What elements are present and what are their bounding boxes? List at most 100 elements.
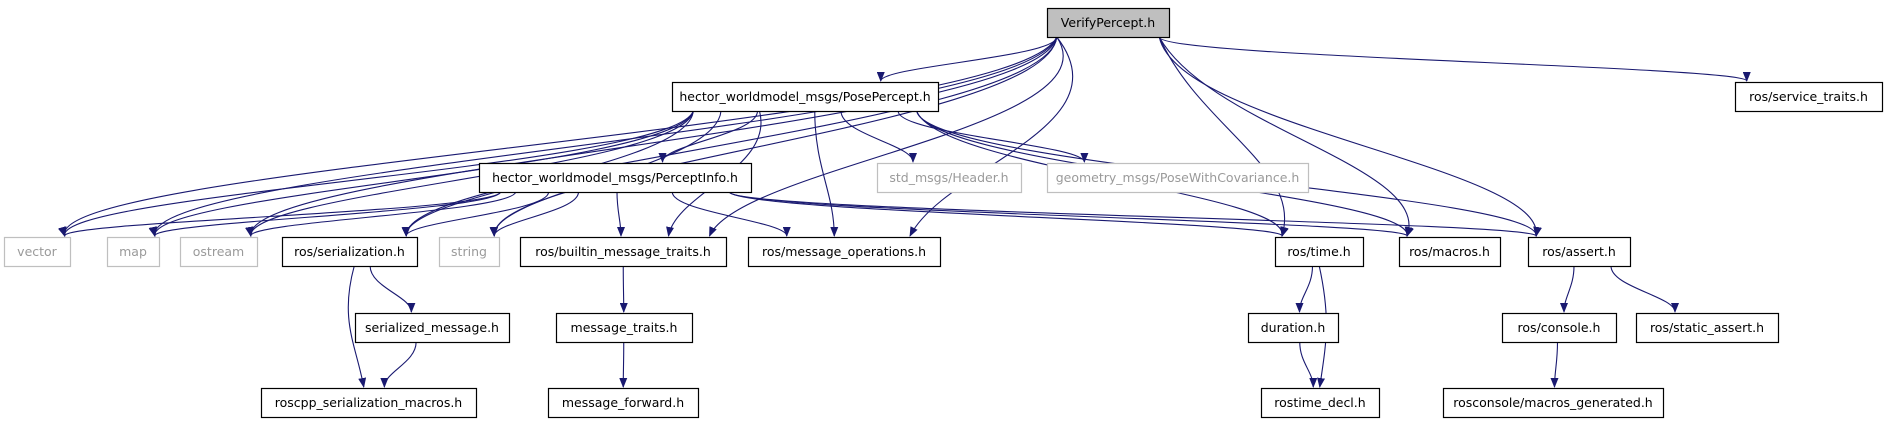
edge-time-to-duration xyxy=(1295,265,1314,313)
node-box xyxy=(1635,312,1780,344)
edge-info-to-ostream xyxy=(245,191,517,237)
edge-root-to-map xyxy=(149,36,1058,237)
node-box xyxy=(876,162,1023,194)
node-msgforward[interactable]: message_forward.h xyxy=(547,387,700,419)
edge-pose-to-ostream xyxy=(245,110,694,237)
edge-pose-to-posecov xyxy=(897,110,1089,163)
node-staticassert[interactable]: ros/static_assert.h xyxy=(1635,312,1780,344)
node-rosconsolemacros[interactable]: rosconsole/macros_generated.h xyxy=(1442,387,1665,419)
node-time[interactable]: ros/time.h xyxy=(1274,236,1365,268)
edge-root-to-builtin xyxy=(709,36,1064,237)
node-label: VerifyPercept.h xyxy=(1061,15,1155,30)
edge-root-to-string xyxy=(489,36,1058,237)
edge-pose-to-header xyxy=(840,110,917,163)
node-box xyxy=(1274,236,1365,268)
node-label: ros/time.h xyxy=(1287,244,1350,259)
node-box xyxy=(281,236,419,268)
edge-info-to-builtin xyxy=(616,191,625,237)
node-label: ros/console.h xyxy=(1518,320,1601,335)
edge-info-to-time xyxy=(728,191,1289,237)
node-ostream[interactable]: ostream xyxy=(179,236,259,268)
edge-root-to-ostream xyxy=(245,36,1058,237)
node-assert[interactable]: ros/assert.h xyxy=(1527,236,1632,268)
edge-info-to-macros xyxy=(728,191,1413,237)
edge-pose-to-map xyxy=(149,110,694,237)
node-box xyxy=(1046,7,1171,39)
node-box xyxy=(519,236,728,268)
node-macros[interactable]: ros/macros.h xyxy=(1398,236,1502,268)
node-roscppmacros[interactable]: roscpp_serialization_macros.h xyxy=(260,387,478,419)
edge-root-to-assert xyxy=(1158,36,1542,237)
node-box xyxy=(106,236,161,268)
node-label: rosconsole/macros_generated.h xyxy=(1453,395,1652,410)
node-label: roscpp_serialization_macros.h xyxy=(275,395,462,410)
node-root[interactable]: VerifyPercept.h xyxy=(1046,7,1171,39)
node-label: message_traits.h xyxy=(571,320,678,335)
node-rostimedecl[interactable]: rostime_decl.h xyxy=(1260,387,1381,419)
node-box xyxy=(354,312,511,344)
edge-console-to-rosconsolemacros xyxy=(1550,341,1559,388)
edge-msgtraits-to-msgforward xyxy=(619,341,628,388)
edge-root-to-time xyxy=(1158,36,1289,237)
nodes-layer: VerifyPercept.h hector_worldmodel_msgs/Po… xyxy=(3,7,1884,419)
node-posecov[interactable]: geometry_msgs/PoseWithCovariance.h xyxy=(1046,162,1310,194)
node-msgops[interactable]: ros/message_operations.h xyxy=(747,236,942,268)
node-label: map xyxy=(119,244,147,259)
node-map[interactable]: map xyxy=(106,236,161,268)
edge-assert-to-console xyxy=(1560,265,1575,313)
node-label: message_forward.h xyxy=(562,395,684,410)
node-pose[interactable]: hector_worldmodel_msgs/PosePercept.h xyxy=(671,81,940,113)
edge-serialization-to-serializedmsg xyxy=(369,265,416,313)
node-box xyxy=(555,312,694,344)
node-string[interactable]: string xyxy=(438,236,501,268)
node-label: std_msgs/Header.h xyxy=(889,170,1008,185)
node-box xyxy=(3,236,72,268)
node-builtin[interactable]: ros/builtin_message_traits.h xyxy=(519,236,728,268)
node-vector[interactable]: vector xyxy=(3,236,72,268)
node-label: vector xyxy=(17,244,58,259)
node-label: ostream xyxy=(193,244,244,259)
edge-info-to-vector xyxy=(58,191,502,237)
node-info[interactable]: hector_worldmodel_msgs/PerceptInfo.h xyxy=(478,162,753,194)
node-serializedmsg[interactable]: serialized_message.h xyxy=(354,312,511,344)
node-box xyxy=(260,387,478,419)
node-serialization[interactable]: ros/serialization.h xyxy=(281,236,419,268)
node-label: ros/service_traits.h xyxy=(1749,89,1868,104)
edge-pose-to-vector xyxy=(58,110,694,237)
edge-serialization-to-roscppmacros xyxy=(347,265,367,388)
node-label: ros/assert.h xyxy=(1542,244,1616,259)
node-label: ros/static_assert.h xyxy=(1650,320,1764,335)
node-box xyxy=(1398,236,1502,268)
edge-pose-to-msgops xyxy=(814,110,839,237)
node-duration[interactable]: duration.h xyxy=(1247,312,1340,344)
node-box xyxy=(1260,387,1381,419)
node-box xyxy=(1501,312,1618,344)
edge-serializedmsg-to-roscppmacros xyxy=(380,341,417,388)
edge-root-to-macros xyxy=(1158,36,1414,237)
node-box xyxy=(478,162,753,194)
node-box xyxy=(747,236,942,268)
edge-info-to-map xyxy=(148,191,502,237)
edge-root-to-servtraits xyxy=(1158,36,1751,82)
node-label: duration.h xyxy=(1261,320,1326,335)
node-box xyxy=(1734,81,1884,113)
node-box xyxy=(1442,387,1665,419)
node-label: string xyxy=(451,244,487,259)
node-box xyxy=(1247,312,1340,344)
edge-info-to-assert xyxy=(728,191,1542,237)
node-header[interactable]: std_msgs/Header.h xyxy=(876,162,1023,194)
edge-duration-to-rostimedecl xyxy=(1299,341,1318,388)
node-msgtraits[interactable]: message_traits.h xyxy=(555,312,694,344)
node-label: ros/message_operations.h xyxy=(762,244,926,259)
node-console[interactable]: ros/console.h xyxy=(1501,312,1618,344)
edge-assert-to-staticassert xyxy=(1610,265,1679,313)
node-label: geometry_msgs/PoseWithCovariance.h xyxy=(1056,170,1300,185)
node-box xyxy=(438,236,501,268)
edge-info-to-msgops xyxy=(671,191,791,237)
node-label: ros/macros.h xyxy=(1409,244,1490,259)
node-label: hector_worldmodel_msgs/PosePercept.h xyxy=(679,89,930,104)
node-servtraits[interactable]: ros/service_traits.h xyxy=(1734,81,1884,113)
edge-root-to-pose xyxy=(876,36,1058,82)
